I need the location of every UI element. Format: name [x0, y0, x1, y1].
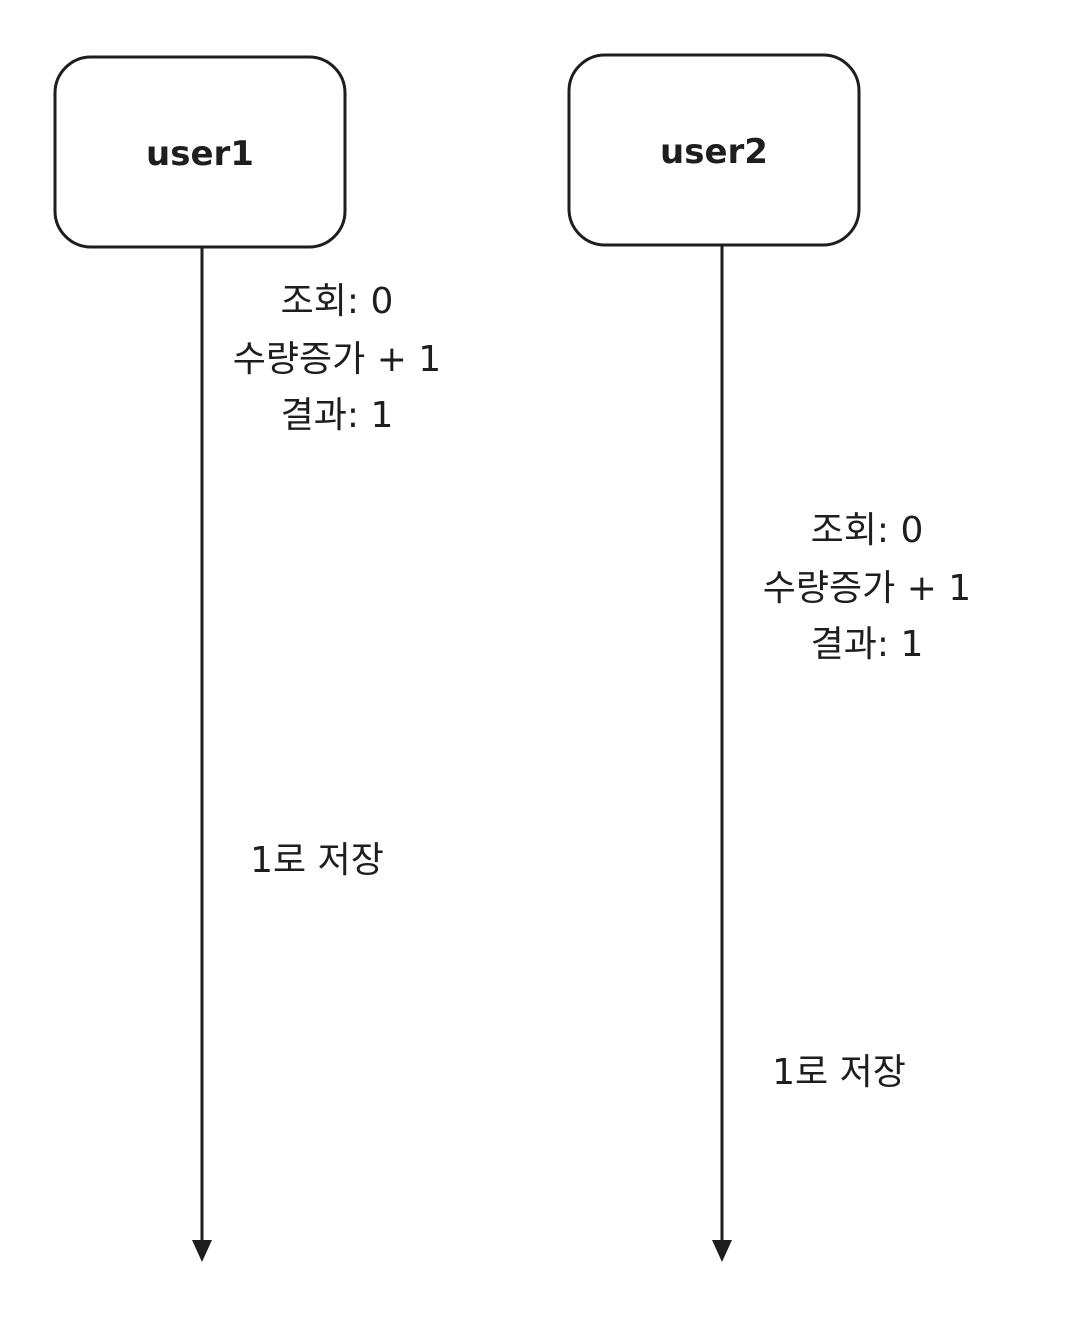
lane-user1: user1 조회: 0 수량증가 + 1 결과: 1 1로 저장: [53, 55, 441, 1262]
actor-label-user1: user1: [146, 134, 254, 174]
note-line: 조회: 0: [281, 281, 394, 322]
note-line: 수량증가 + 1: [763, 568, 971, 609]
lane-user2: user2 조회: 0 수량증가 + 1 결과: 1 1로 저장: [567, 53, 971, 1262]
lifeline-arrowhead-user1: [192, 1240, 212, 1262]
note-line: 결과: 1: [281, 395, 394, 436]
actor-label-user2: user2: [660, 132, 768, 172]
step-note-user2-read: 조회: 0 수량증가 + 1 결과: 1: [763, 510, 971, 665]
step-note-user1-save: 1로 저장: [250, 840, 384, 881]
note-line: 1로 저장: [250, 840, 384, 881]
note-line: 수량증가 + 1: [233, 339, 441, 380]
step-note-user2-save: 1로 저장: [772, 1052, 906, 1093]
actor-box-user1[interactable]: [53, 55, 347, 249]
note-line: 1로 저장: [772, 1052, 906, 1093]
note-line: 결과: 1: [811, 624, 924, 665]
step-note-user1-read: 조회: 0 수량증가 + 1 결과: 1: [233, 281, 441, 436]
lifeline-arrowhead-user2: [712, 1240, 732, 1262]
note-line: 조회: 0: [811, 510, 924, 551]
actor-box-user2[interactable]: [567, 53, 861, 247]
